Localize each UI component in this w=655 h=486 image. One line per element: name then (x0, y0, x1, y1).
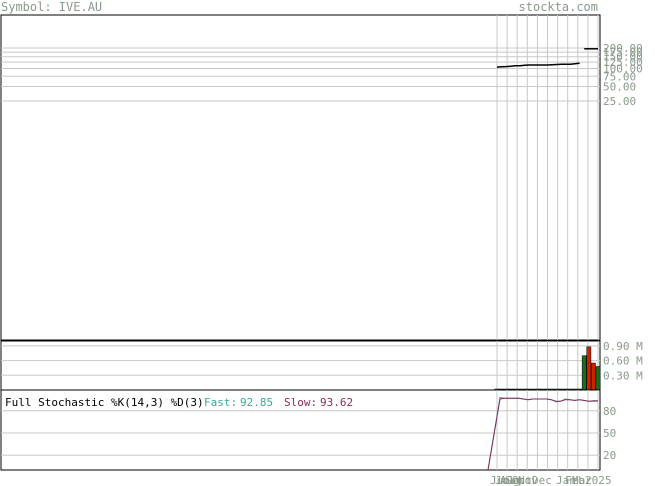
x-tick-label: Feb (565, 474, 585, 486)
volume-tick-label: 0.60 M (603, 355, 643, 368)
price-tick-label: 75.00 (603, 70, 636, 83)
fast-value: 92.85 (240, 396, 273, 409)
price-tick-label: 100.00 (603, 62, 643, 75)
stochastic-title: Full Stochastic %K(14,3) %D(3) (5, 396, 204, 409)
stochastic-panel: Full Stochastic %K(14,3) %D(3) Fast: 92.… (0, 389, 616, 486)
price-tick-label: 200.00 (603, 42, 643, 55)
slow-label: Slow: (284, 396, 317, 409)
x-tick-label: Jun (490, 474, 510, 486)
x-tick-label: Nov (518, 474, 538, 486)
site-label: stockta.com (519, 0, 598, 14)
fast-label: Fast: (204, 396, 237, 409)
volume-frame (0, 340, 601, 391)
volume-tick-label: 0.90 M (603, 340, 643, 353)
volume-bar (581, 355, 587, 391)
volume-tick-label: 0.30 M (603, 369, 643, 382)
x-tick-label: Jan (556, 474, 576, 486)
slow-line (487, 397, 599, 471)
stochastic-frame (0, 389, 601, 471)
x-tick-label: Sep (505, 474, 525, 486)
price-frame (0, 14, 601, 341)
price-tick-label: 50.00 (603, 80, 636, 93)
stoch-tick-label: 50 (603, 427, 616, 440)
fast-line (487, 396, 599, 471)
volume-panel: 0.30 M0.60 M 0.90 M (0, 340, 643, 391)
x-tick-label: Mar (572, 474, 592, 486)
price-tick-label: 25.00 (603, 95, 636, 108)
slow-value: 93.62 (320, 396, 353, 409)
x-tick-label: Aug (500, 474, 520, 486)
price-panel: 25.00 50.0075.00100.00125.00150.00175.002… (0, 14, 643, 341)
x-tick-label: Jul (495, 474, 515, 486)
symbol-label: Symbol: IVE.AU (1, 0, 102, 14)
price-tick-label: 150.00 (603, 51, 643, 64)
volume-bar (595, 366, 601, 391)
stoch-tick-label: 80 (603, 405, 616, 418)
price-line (496, 62, 580, 68)
volume-bar (586, 346, 592, 391)
stoch-tick-label: 20 (603, 449, 616, 462)
x-tick-label: 2025 (585, 474, 612, 486)
x-tick-label: Dec (532, 474, 552, 486)
volume-bar (591, 362, 596, 391)
price-tick-label: 125.00 (603, 56, 643, 69)
price-tick-label: 175.00 (603, 46, 643, 59)
x-tick-label: Oct (512, 474, 532, 486)
